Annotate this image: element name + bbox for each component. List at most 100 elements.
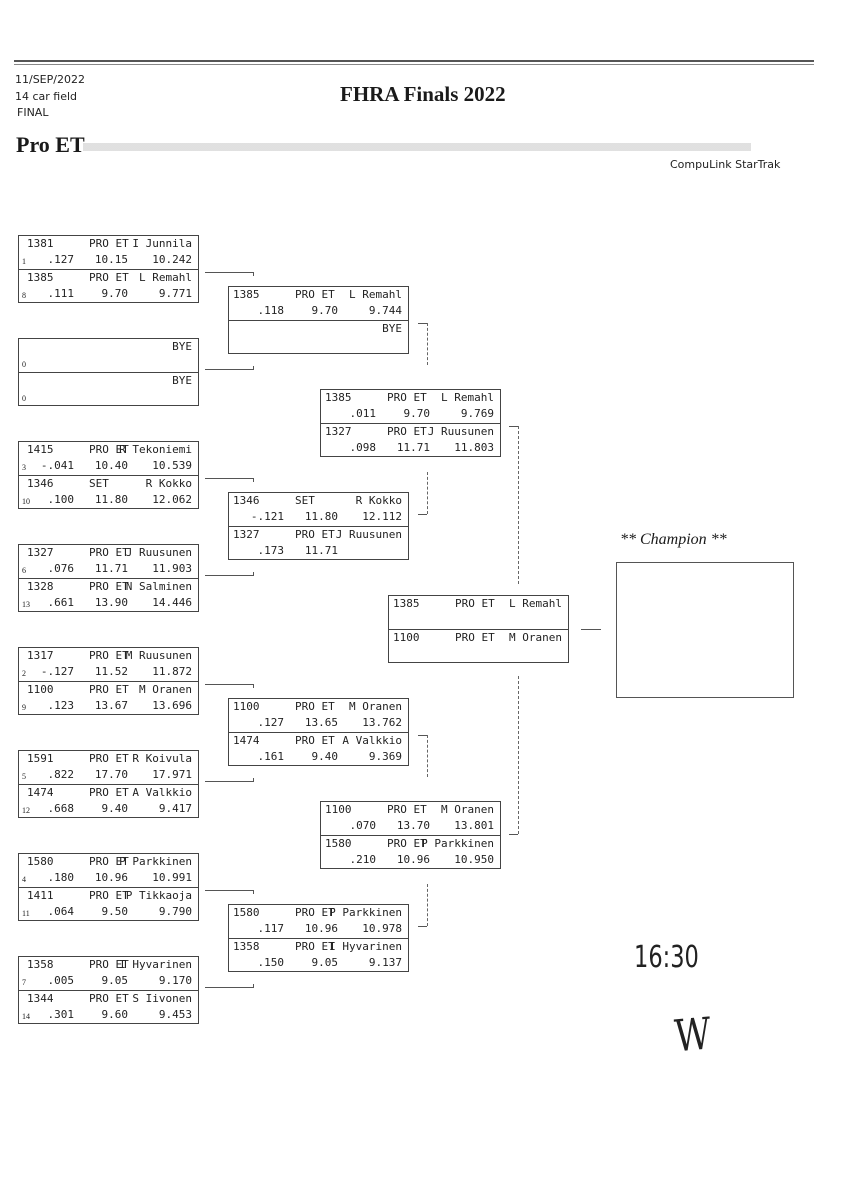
car-number: 1580	[233, 906, 260, 919]
elapsed-time: 11.872	[152, 665, 192, 678]
driver-name: L Remahl	[139, 271, 192, 284]
elapsed-time: 14.446	[152, 596, 192, 609]
car-number: 1100	[393, 631, 420, 644]
driver-name: L Remahl	[509, 597, 562, 610]
car-number: 1358	[27, 958, 54, 971]
elapsed-time: 12.062	[152, 493, 192, 506]
round1-connector-tick	[253, 684, 254, 688]
software-name: CompuLink StarTrak	[670, 158, 781, 171]
elapsed-time: 11.803	[454, 441, 494, 454]
car-number: 1385	[233, 288, 260, 301]
driver-name: R Tekoniemi	[119, 443, 192, 456]
round2-dashed-connector	[427, 472, 428, 514]
round2-connector	[418, 926, 427, 927]
round1-connector	[205, 890, 253, 891]
car-number: 1385	[393, 597, 420, 610]
car-number: 1327	[233, 528, 260, 541]
dial-in: 11.71	[94, 562, 128, 575]
driver-name: A Valkkio	[132, 786, 192, 799]
car-class: PRO ET	[387, 425, 427, 438]
elapsed-time: 12.112	[362, 510, 402, 523]
driver-name: M Oranen	[509, 631, 562, 644]
reaction-time: .301	[47, 1008, 75, 1021]
page-title: FHRA Finals 2022	[340, 82, 506, 106]
driver-name: P Parkkinen	[329, 906, 402, 919]
driver-name: BYE	[172, 374, 192, 387]
dial-in: 13.90	[94, 596, 128, 609]
elapsed-time: 9.417	[158, 802, 192, 815]
elapsed-time: 13.696	[152, 699, 192, 712]
event-date: 11/SEP/2022	[15, 73, 85, 86]
round1-connector	[205, 987, 253, 988]
reaction-time: .161	[257, 750, 285, 763]
entry-line-2	[389, 612, 568, 628]
driver-name: J Ruusunen	[125, 546, 192, 559]
driver-name: L Remahl	[349, 288, 402, 301]
car-number: 1327	[325, 425, 352, 438]
round1-connector	[205, 478, 253, 479]
round3-connector	[509, 834, 518, 835]
dial-in: 9.70	[403, 407, 431, 420]
reaction-time: .150	[257, 956, 285, 969]
driver-name: J Ruusunen	[335, 528, 402, 541]
car-number: 1100	[27, 683, 54, 696]
seed-number: 3	[22, 463, 26, 472]
header-rule-thin	[14, 64, 814, 65]
car-class: PRO ET	[89, 271, 129, 284]
car-number: 1580	[27, 855, 54, 868]
elapsed-time: 10.950	[454, 853, 494, 866]
entry-line-1: BYE	[19, 339, 198, 355]
driver-name: M Oranen	[441, 803, 494, 816]
driver-name: J Ruusunen	[427, 425, 494, 438]
car-class: PRO ET	[295, 734, 335, 747]
car-number: 1474	[233, 734, 260, 747]
car-class: PRO ET	[295, 906, 335, 919]
reaction-time: .210	[349, 853, 377, 866]
seed-number: 2	[22, 669, 26, 678]
car-class: PRO ET	[89, 580, 129, 593]
driver-name: L Remahl	[441, 391, 494, 404]
round1-connector-tick	[253, 984, 254, 988]
car-class: PRO ET	[89, 786, 129, 799]
round-name: FINAL	[17, 106, 49, 119]
dial-in: 9.50	[101, 905, 129, 918]
